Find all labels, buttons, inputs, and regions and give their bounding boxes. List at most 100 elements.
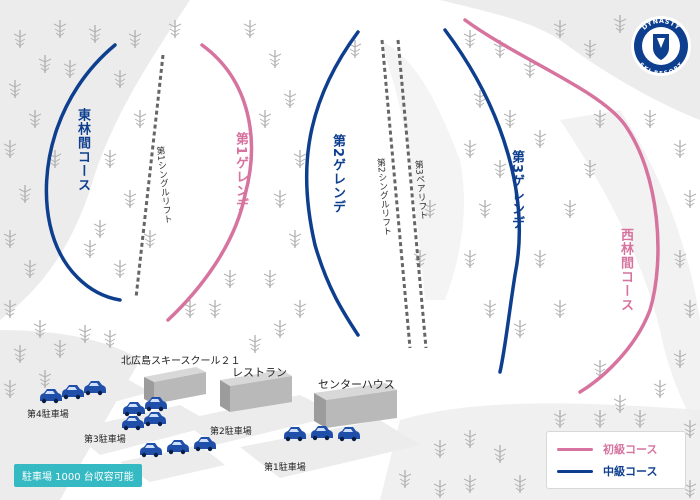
lift-lines: [134, 39, 428, 349]
tree: [288, 230, 302, 248]
tree: [23, 260, 37, 278]
tree: [273, 320, 287, 338]
tree: [13, 345, 27, 363]
first-course-line: [166, 43, 254, 322]
tree: [613, 15, 627, 33]
tree: [683, 480, 697, 498]
tree: [593, 410, 607, 428]
tree: [53, 20, 67, 38]
school-building: [144, 367, 206, 404]
parked-car: [122, 416, 144, 431]
parked-car: [40, 389, 62, 404]
tree: [3, 230, 17, 248]
tree: [683, 190, 697, 208]
parked-car: [62, 385, 84, 400]
second-course-line: [304, 30, 360, 337]
tree: [93, 220, 107, 238]
lift-3-line: [396, 39, 428, 349]
tree: [8, 80, 22, 98]
tree: [613, 395, 627, 413]
parking-lot-2-label: 第2駐車場: [210, 427, 252, 437]
course-lines: [44, 18, 660, 394]
tree: [63, 60, 77, 78]
tree: [3, 380, 17, 398]
tree: [223, 270, 237, 288]
tree: [53, 340, 67, 358]
tree: [33, 320, 47, 338]
tree: [493, 445, 507, 463]
second-slope-label: 第2ゲレンデ: [330, 134, 345, 215]
buildings: [144, 367, 397, 428]
tree: [143, 230, 157, 248]
tree: [683, 420, 697, 438]
restaurant-label: レストラン: [232, 366, 287, 379]
tree: [593, 360, 607, 378]
parking-pads: [20, 375, 420, 482]
tree: [103, 150, 117, 168]
tree: [673, 250, 687, 268]
tree: [463, 140, 477, 158]
tree: [113, 70, 127, 88]
tree: [293, 150, 307, 168]
tree: [553, 410, 567, 428]
west-course-line: [463, 18, 660, 394]
parked-car: [145, 397, 167, 412]
legend-intermediate-swatch: [557, 469, 593, 473]
tree: [433, 440, 447, 458]
tree: [463, 475, 477, 493]
tree: [28, 110, 42, 128]
school-label: 北広島スキースクール２１: [121, 356, 241, 367]
tree: [113, 260, 127, 278]
lift-2-line: [380, 39, 412, 349]
tree: [103, 330, 117, 348]
tree: [83, 240, 97, 258]
parking-lot-4-label: 第4駐車場: [27, 410, 69, 420]
legend-intermediate: 中級コース: [557, 463, 657, 479]
parking-lot-1-label: 第1駐車場: [264, 463, 306, 473]
tree: [3, 300, 17, 318]
legend-beginner-text: 初級コース: [603, 443, 658, 456]
tree: [3, 140, 17, 158]
tree: [78, 325, 92, 343]
parked-car: [284, 427, 306, 442]
tree: [258, 110, 272, 128]
parking-capacity-badge: 駐車場 1000 台収容可能: [14, 464, 142, 487]
tree: [553, 20, 567, 38]
tree: [653, 380, 667, 398]
parked-car: [194, 437, 216, 452]
tree: [633, 410, 647, 428]
tree: [18, 185, 32, 203]
tree: [463, 30, 477, 48]
tree: [433, 480, 447, 498]
tree: [683, 300, 697, 318]
tree: [128, 30, 142, 48]
tree: [533, 130, 547, 148]
forest-trees: [3, 15, 697, 498]
tree: [673, 350, 687, 368]
tree: [38, 55, 52, 73]
tree: [513, 320, 527, 338]
center-house-building: [314, 383, 397, 428]
tree: [88, 25, 102, 43]
tree: [673, 140, 687, 158]
legend-beginner-swatch: [557, 447, 593, 451]
restaurant-building: [220, 370, 292, 412]
tree: [493, 160, 507, 178]
tree: [168, 20, 182, 38]
map-legend: 初級コース 中級コース: [546, 431, 686, 489]
east-course-label: 東林間コース: [75, 108, 90, 192]
tree: [183, 300, 197, 318]
tree: [273, 190, 287, 208]
tree: [123, 190, 137, 208]
tree: [283, 90, 297, 108]
tree: [563, 200, 577, 218]
tree: [463, 250, 477, 268]
lift-1-line: [134, 54, 165, 299]
tree: [243, 20, 257, 38]
tree: [463, 430, 477, 448]
tree: [398, 470, 412, 488]
parked-car: [311, 426, 333, 441]
tree: [533, 250, 547, 268]
